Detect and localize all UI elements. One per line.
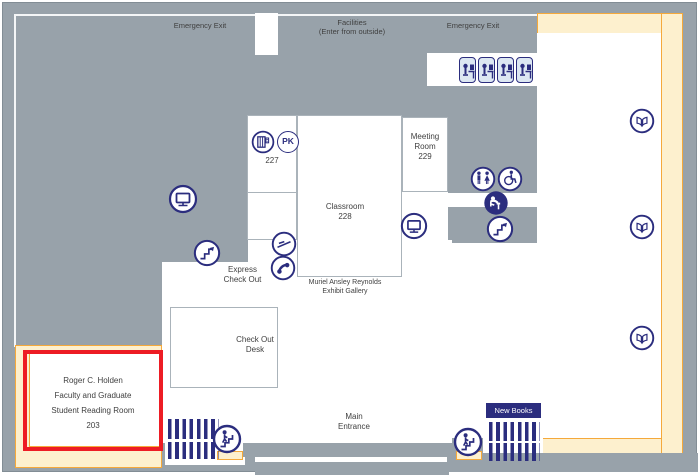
computer-monitor-icon: [400, 212, 428, 240]
reading-room-interior: [29, 352, 162, 447]
room-227-divider: [248, 116, 296, 193]
drinking-fountain-icon: [483, 190, 509, 216]
open-book-collection-icon: [629, 214, 655, 240]
open-book-collection-icon: [629, 325, 655, 351]
stairs-icon: [193, 239, 221, 267]
computer-monitor-icon: [168, 184, 198, 214]
telephone-icon: [270, 255, 296, 281]
stairs-left-upper: [168, 419, 219, 439]
label-exhibit-gallery: Muriel Ansley Reynolds Exhibit Gallery: [308, 279, 382, 295]
computer-workstation-icon: [516, 57, 533, 83]
book-return-slot-icon: [271, 231, 297, 257]
meeting-room-229-room: [402, 117, 448, 192]
new-books-shelf-upper: [489, 422, 540, 441]
label-facilities: Facilities (Enter from outside): [318, 18, 386, 37]
label-meeting-room-229: Meeting Room 229: [410, 132, 440, 161]
classroom-228-room: [297, 115, 402, 277]
new-books-shelf-lower: [489, 443, 540, 461]
emergency-exit-door-gap: [255, 13, 278, 55]
wall-line-left: [14, 14, 16, 347]
stairs-left-lower: [168, 442, 219, 459]
label-emergency-exit-left: Emergency Exit: [173, 21, 227, 30]
label-checkout-desk: Check Out Desk: [236, 335, 274, 354]
study-band-right: [661, 13, 683, 458]
entrance-wall-right: [447, 453, 698, 472]
label-room-227: 227: [265, 156, 279, 165]
entrance-strip: [255, 457, 449, 462]
new-books-sign: New Books: [486, 403, 541, 418]
computer-workstation-icon: [459, 57, 476, 83]
checkout-desk-room: [170, 307, 278, 388]
label-classroom-228: Classroom 228: [325, 202, 365, 221]
open-book-collection-icon: [629, 108, 655, 134]
computer-workstation-icon: [497, 57, 514, 83]
print-kiosk-pk-icon: PK: [277, 131, 299, 153]
stairs-icon: [486, 215, 514, 243]
restroom-icon: [470, 166, 496, 192]
label-express-check-out: Express Check Out: [223, 265, 262, 284]
entrance-vestibule: [255, 462, 449, 475]
label-reading-room: Roger C. Holden Faculty and Graduate Stu…: [51, 376, 135, 430]
copier-icon: [251, 130, 275, 154]
highlight-reading-room: [23, 350, 163, 451]
wheelchair-accessible-icon: [497, 166, 523, 192]
stairs-down-person-icon: [453, 427, 483, 457]
computer-workstation-icon: [478, 57, 495, 83]
label-main-entrance: Main Entrance: [337, 412, 371, 431]
entrance-wall: [243, 443, 455, 457]
label-emergency-exit-right: Emergency Exit: [446, 21, 500, 30]
stairs-down-person-icon: [212, 424, 242, 454]
